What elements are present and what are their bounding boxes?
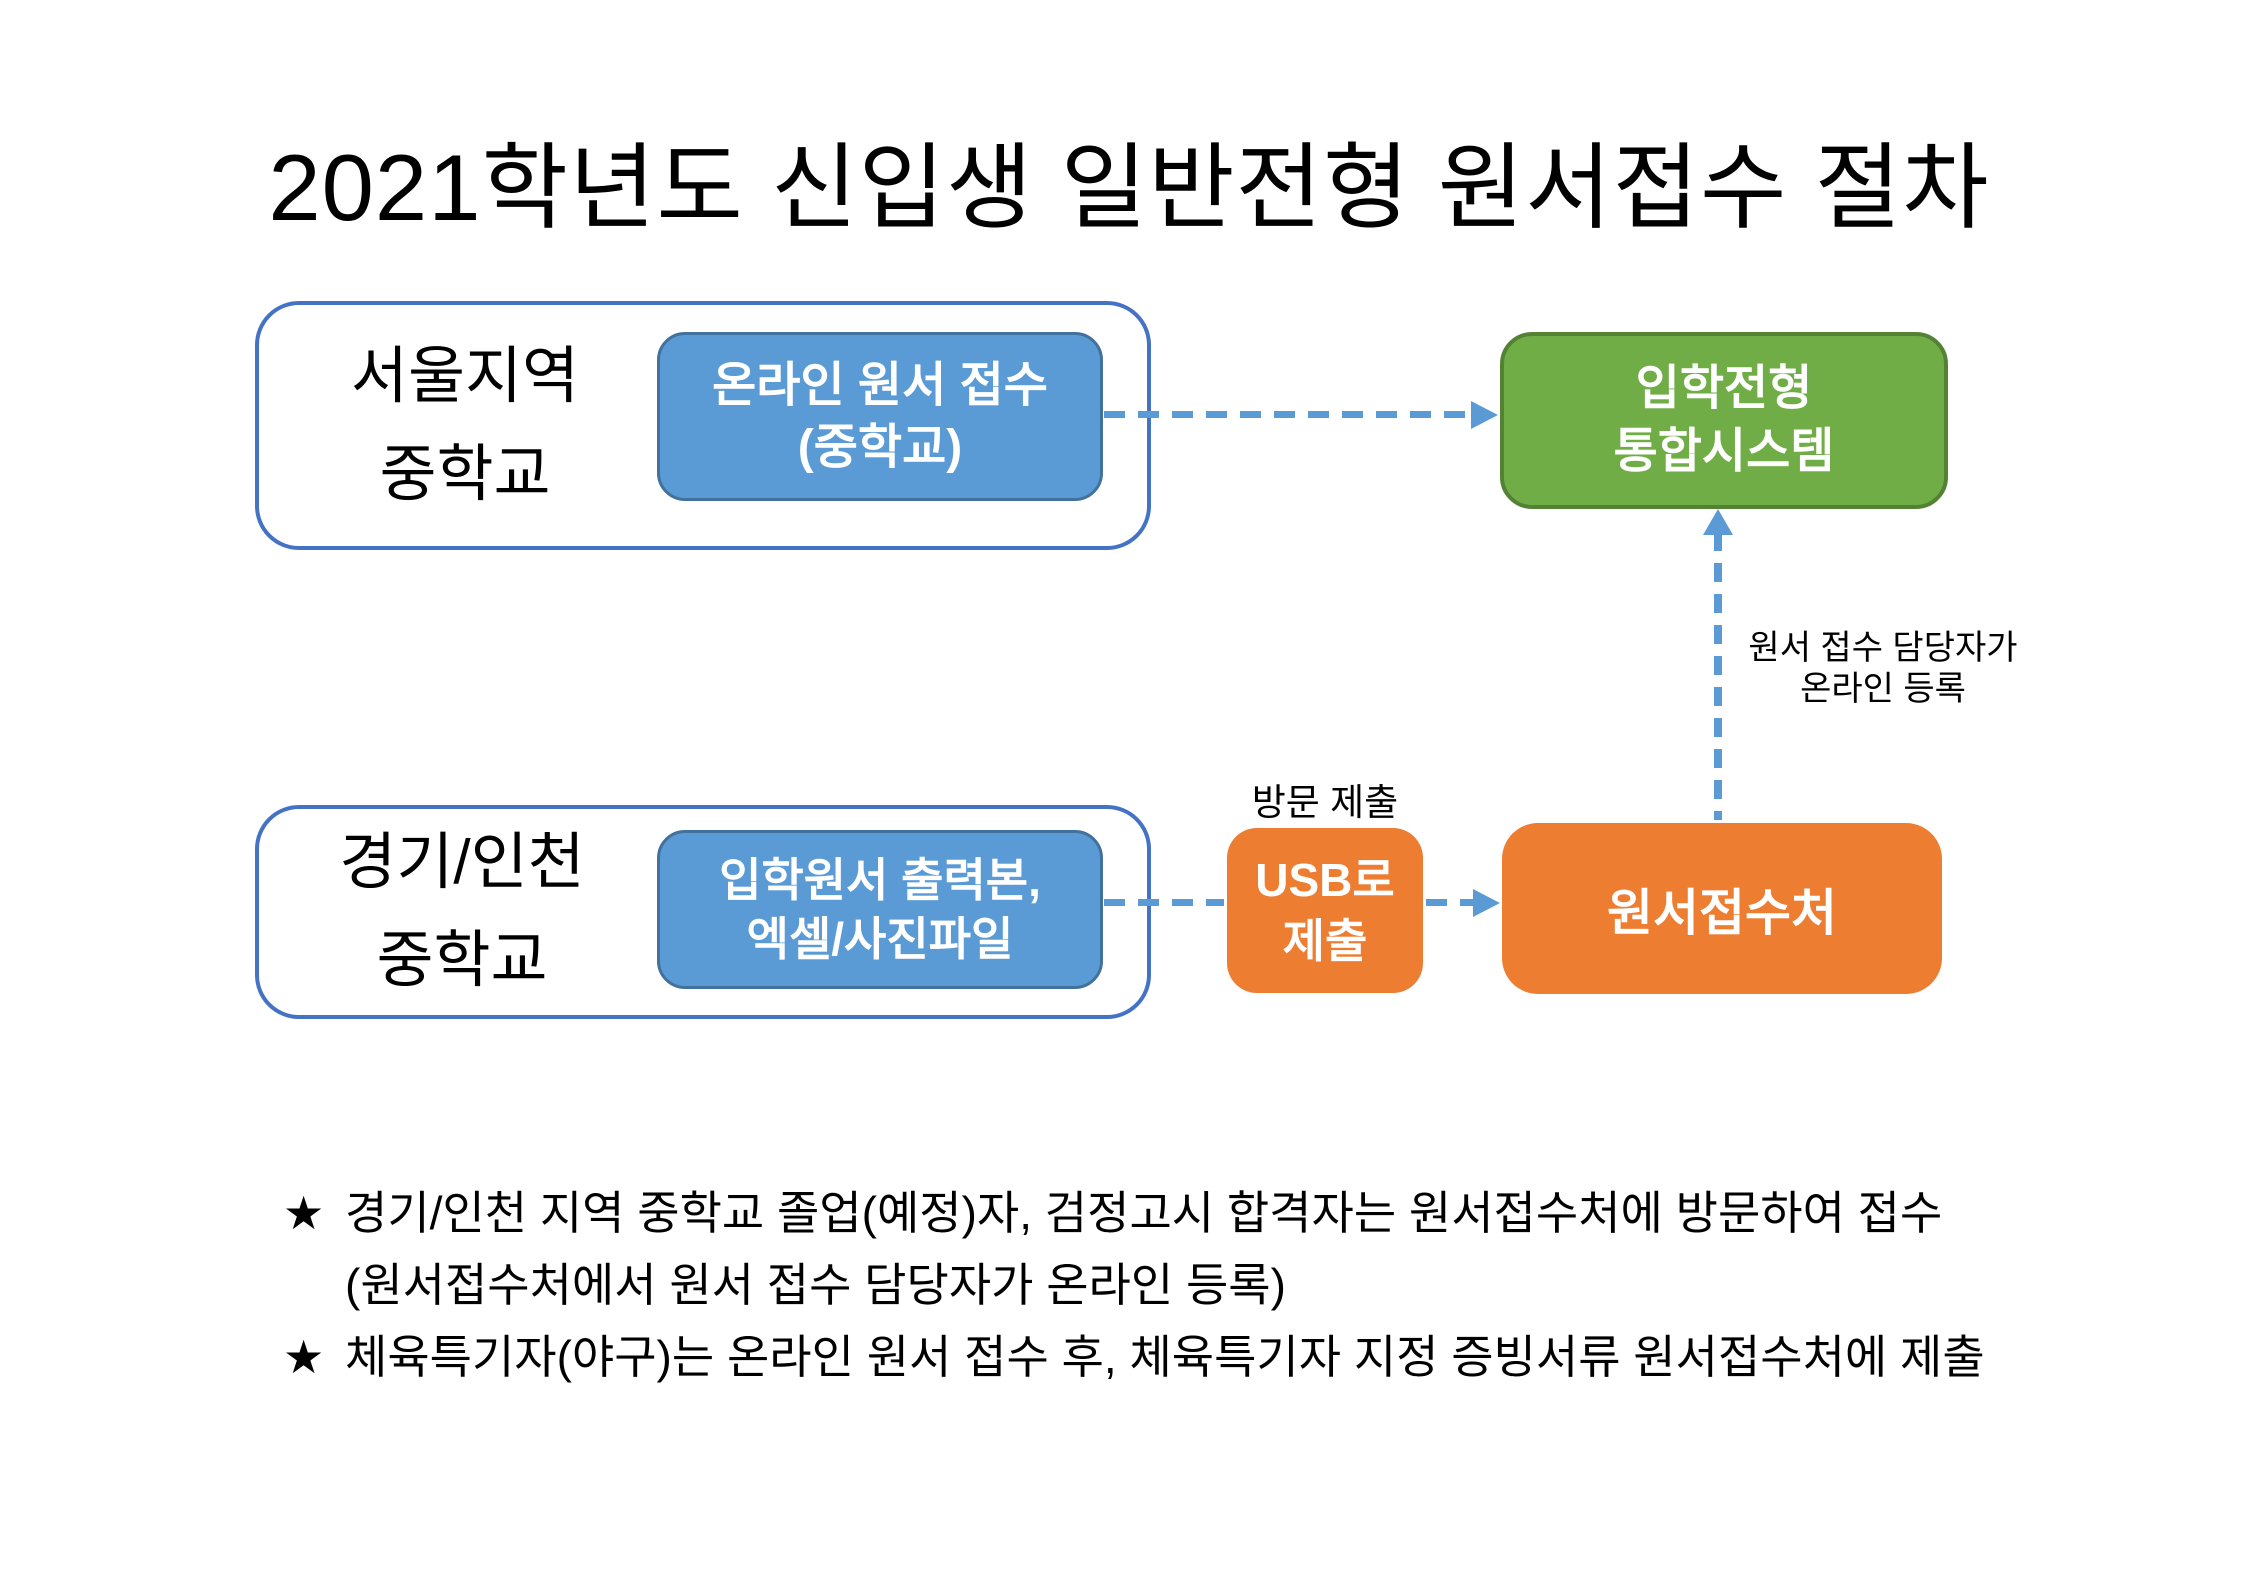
admission-system-line2: 통합시스템 [1613, 424, 1835, 478]
star-bullet-icon: ★ [283, 1331, 325, 1383]
gyeonggi-region-label-line2: 중학교 [376, 926, 548, 995]
online-application-line2: (중학교) [797, 420, 963, 474]
reception-office-label: 원서접수처 [1607, 884, 1837, 941]
gyeonggi-region-label-line1: 경기/인천 [339, 828, 585, 898]
printed-application-line1: 입학원서 출력본, [719, 853, 1041, 906]
usb-submit-line1: USB로 [1255, 853, 1395, 906]
dashed-arrow-reception-to-system [1714, 532, 1722, 820]
printed-application-box: 입학원서 출력본, 엑셀/사진파일 [657, 830, 1103, 989]
page-title: 2021학년도 신입생 일반전형 원서접수 절차 [268, 135, 1990, 240]
footnote-text: 경기/인천 지역 중학교 졸업(예정)자, 검정고시 합격자는 원서접수처에 방… [345, 1187, 1943, 1239]
admission-system-line1: 입학전형 [1635, 362, 1813, 416]
footnote-text: 체육특기자(야구)는 온라인 원서 접수 후, 체육특기자 지정 증빙서류 원서… [345, 1331, 1985, 1383]
arrowhead-right-icon [1473, 889, 1500, 917]
usb-submit-box: USB로 제출 [1227, 828, 1423, 993]
dashed-arrow-usb-to-reception [1426, 899, 1475, 906]
arrowhead-up-icon [1703, 509, 1733, 535]
dashed-line-print-to-usb [1104, 899, 1224, 906]
gyeonggi-region-label: 경기/인천 중학교 [262, 805, 662, 1019]
online-registration-label: 원서 접수 담당자가 온라인 등록 [1733, 628, 2033, 711]
visit-submit-caption: 방문 제출 [1251, 782, 1399, 823]
online-application-line1: 온라인 원서 접수 [712, 359, 1048, 413]
footnote-line: ★ 경기/인천 지역 중학교 졸업(예정)자, 검정고시 합격자는 원서접수처에… [283, 1186, 1942, 1241]
arrowhead-right-icon [1471, 401, 1498, 429]
reception-office-box: 원서접수처 [1502, 823, 1942, 994]
star-bullet-icon: ★ [283, 1187, 325, 1239]
footnote-text: (원서접수처에서 원서 접수 담당자가 온라인 등록) [345, 1259, 1286, 1311]
admission-system-box: 입학전형 통합시스템 [1500, 332, 1948, 509]
footnote-line: ★ 체육특기자(야구)는 온라인 원서 접수 후, 체육특기자 지정 증빙서류 … [283, 1330, 1985, 1385]
online-registration-label-line1: 원서 접수 담당자가 [1748, 629, 2018, 667]
dashed-arrow-online-to-system [1104, 411, 1473, 418]
seoul-region-label-line2: 중학교 [379, 439, 551, 509]
seoul-region-label-line1: 서울지역 [350, 341, 580, 411]
usb-submit-line2: 제출 [1282, 914, 1368, 967]
online-application-box: 온라인 원서 접수 (중학교) [657, 332, 1103, 501]
footnote-line: (원서접수처에서 원서 접수 담당자가 온라인 등록) [345, 1258, 1286, 1313]
printed-application-line2: 엑셀/사진파일 [746, 912, 1014, 965]
seoul-region-label: 서울지역 중학교 [270, 301, 660, 550]
online-registration-label-line2: 온라인 등록 [1800, 670, 1966, 709]
